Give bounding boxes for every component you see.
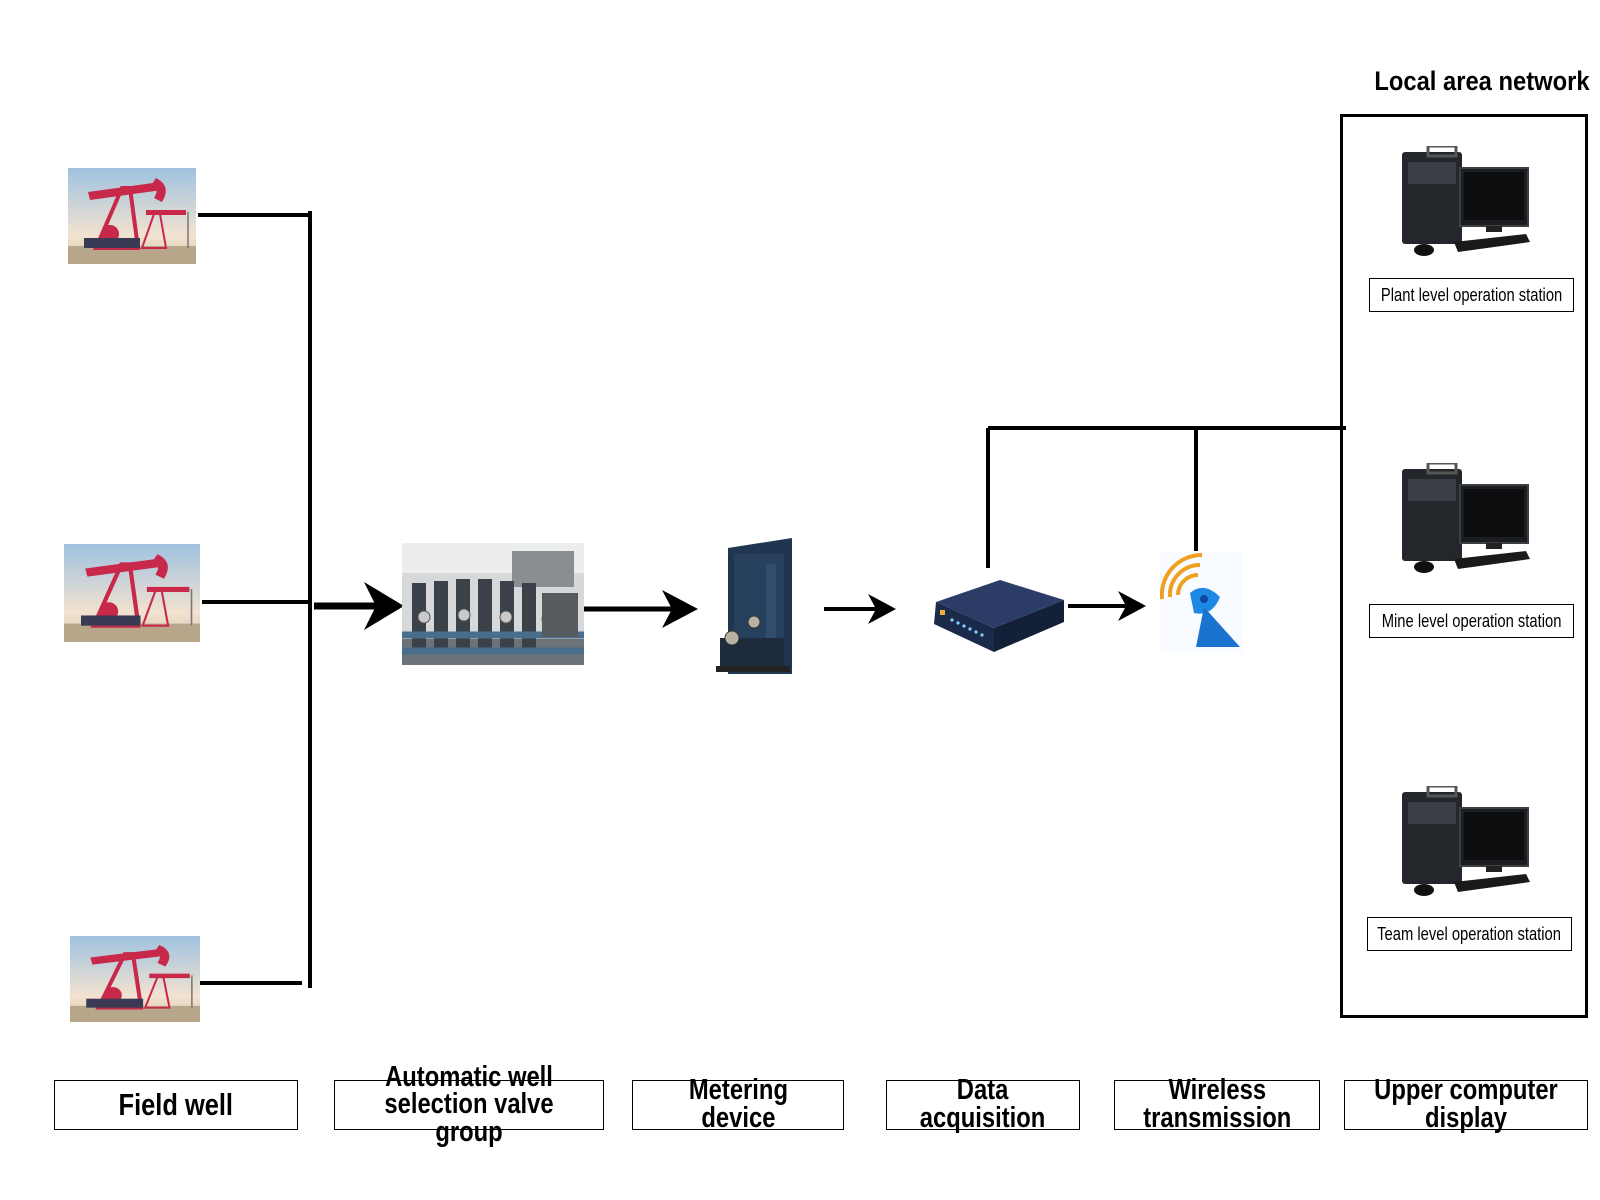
stage-label-metering: Metering device — [632, 1076, 844, 1133]
flow-arrows — [314, 582, 1146, 630]
pumpjack-photo-1 — [68, 168, 196, 264]
arrow-to-metering-head — [662, 590, 698, 628]
station-label-plant: Plant level operation station — [1369, 278, 1574, 312]
desktop-computer-icon — [1398, 786, 1532, 900]
metering-device-photo — [712, 534, 798, 680]
desktop-computer-icon — [1398, 463, 1532, 577]
stage-label-field-well: Field well — [54, 1080, 298, 1130]
arrow-to-antenna-head — [1118, 591, 1146, 621]
pumpjack-photo-3 — [70, 936, 200, 1022]
valve-group-photo — [402, 543, 584, 665]
stage-label-valve-group: Automatic well selection valve group — [334, 1062, 604, 1146]
wireless-antenna-icon — [1160, 551, 1242, 653]
arrow-to-router-head — [868, 594, 896, 624]
desktop-computer-icon — [1398, 146, 1532, 260]
data-acquisition-router — [928, 576, 1066, 658]
station-label-team: Team level operation station — [1367, 917, 1572, 951]
stage-label-data-acquisition: Data acquisition — [886, 1076, 1080, 1133]
lan-title: Local area network — [1374, 66, 1590, 96]
stage-label-upper-computer: Upper computer display — [1344, 1076, 1588, 1133]
stage-label-wireless: Wireless transmission — [1114, 1076, 1320, 1133]
station-label-mine: Mine level operation station — [1369, 604, 1574, 638]
pumpjack-photo-2 — [64, 544, 200, 642]
lan-box — [1340, 114, 1588, 1018]
arrow-to-valve-head — [364, 582, 404, 630]
